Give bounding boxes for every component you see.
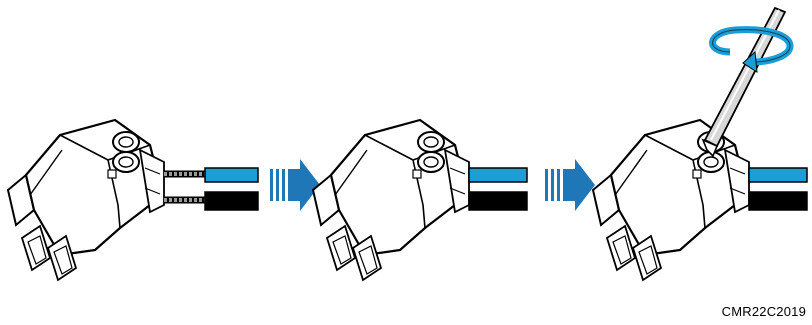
step-1-connector	[8, 120, 258, 280]
step-3-connector	[593, 8, 807, 280]
clockwise-rotation-icon	[713, 30, 790, 72]
right-arrow-icon	[270, 159, 320, 211]
black-wire	[469, 192, 527, 210]
exposed-conductors	[164, 174, 205, 200]
black-wire	[205, 192, 258, 210]
step-2-connector	[313, 120, 527, 280]
blue-wire	[205, 168, 258, 182]
right-arrow-icon	[545, 159, 595, 211]
blue-wire	[749, 168, 807, 182]
blue-wire	[469, 168, 527, 182]
black-wire	[749, 192, 807, 210]
figure-code-label: CMR22C2019	[722, 304, 806, 319]
